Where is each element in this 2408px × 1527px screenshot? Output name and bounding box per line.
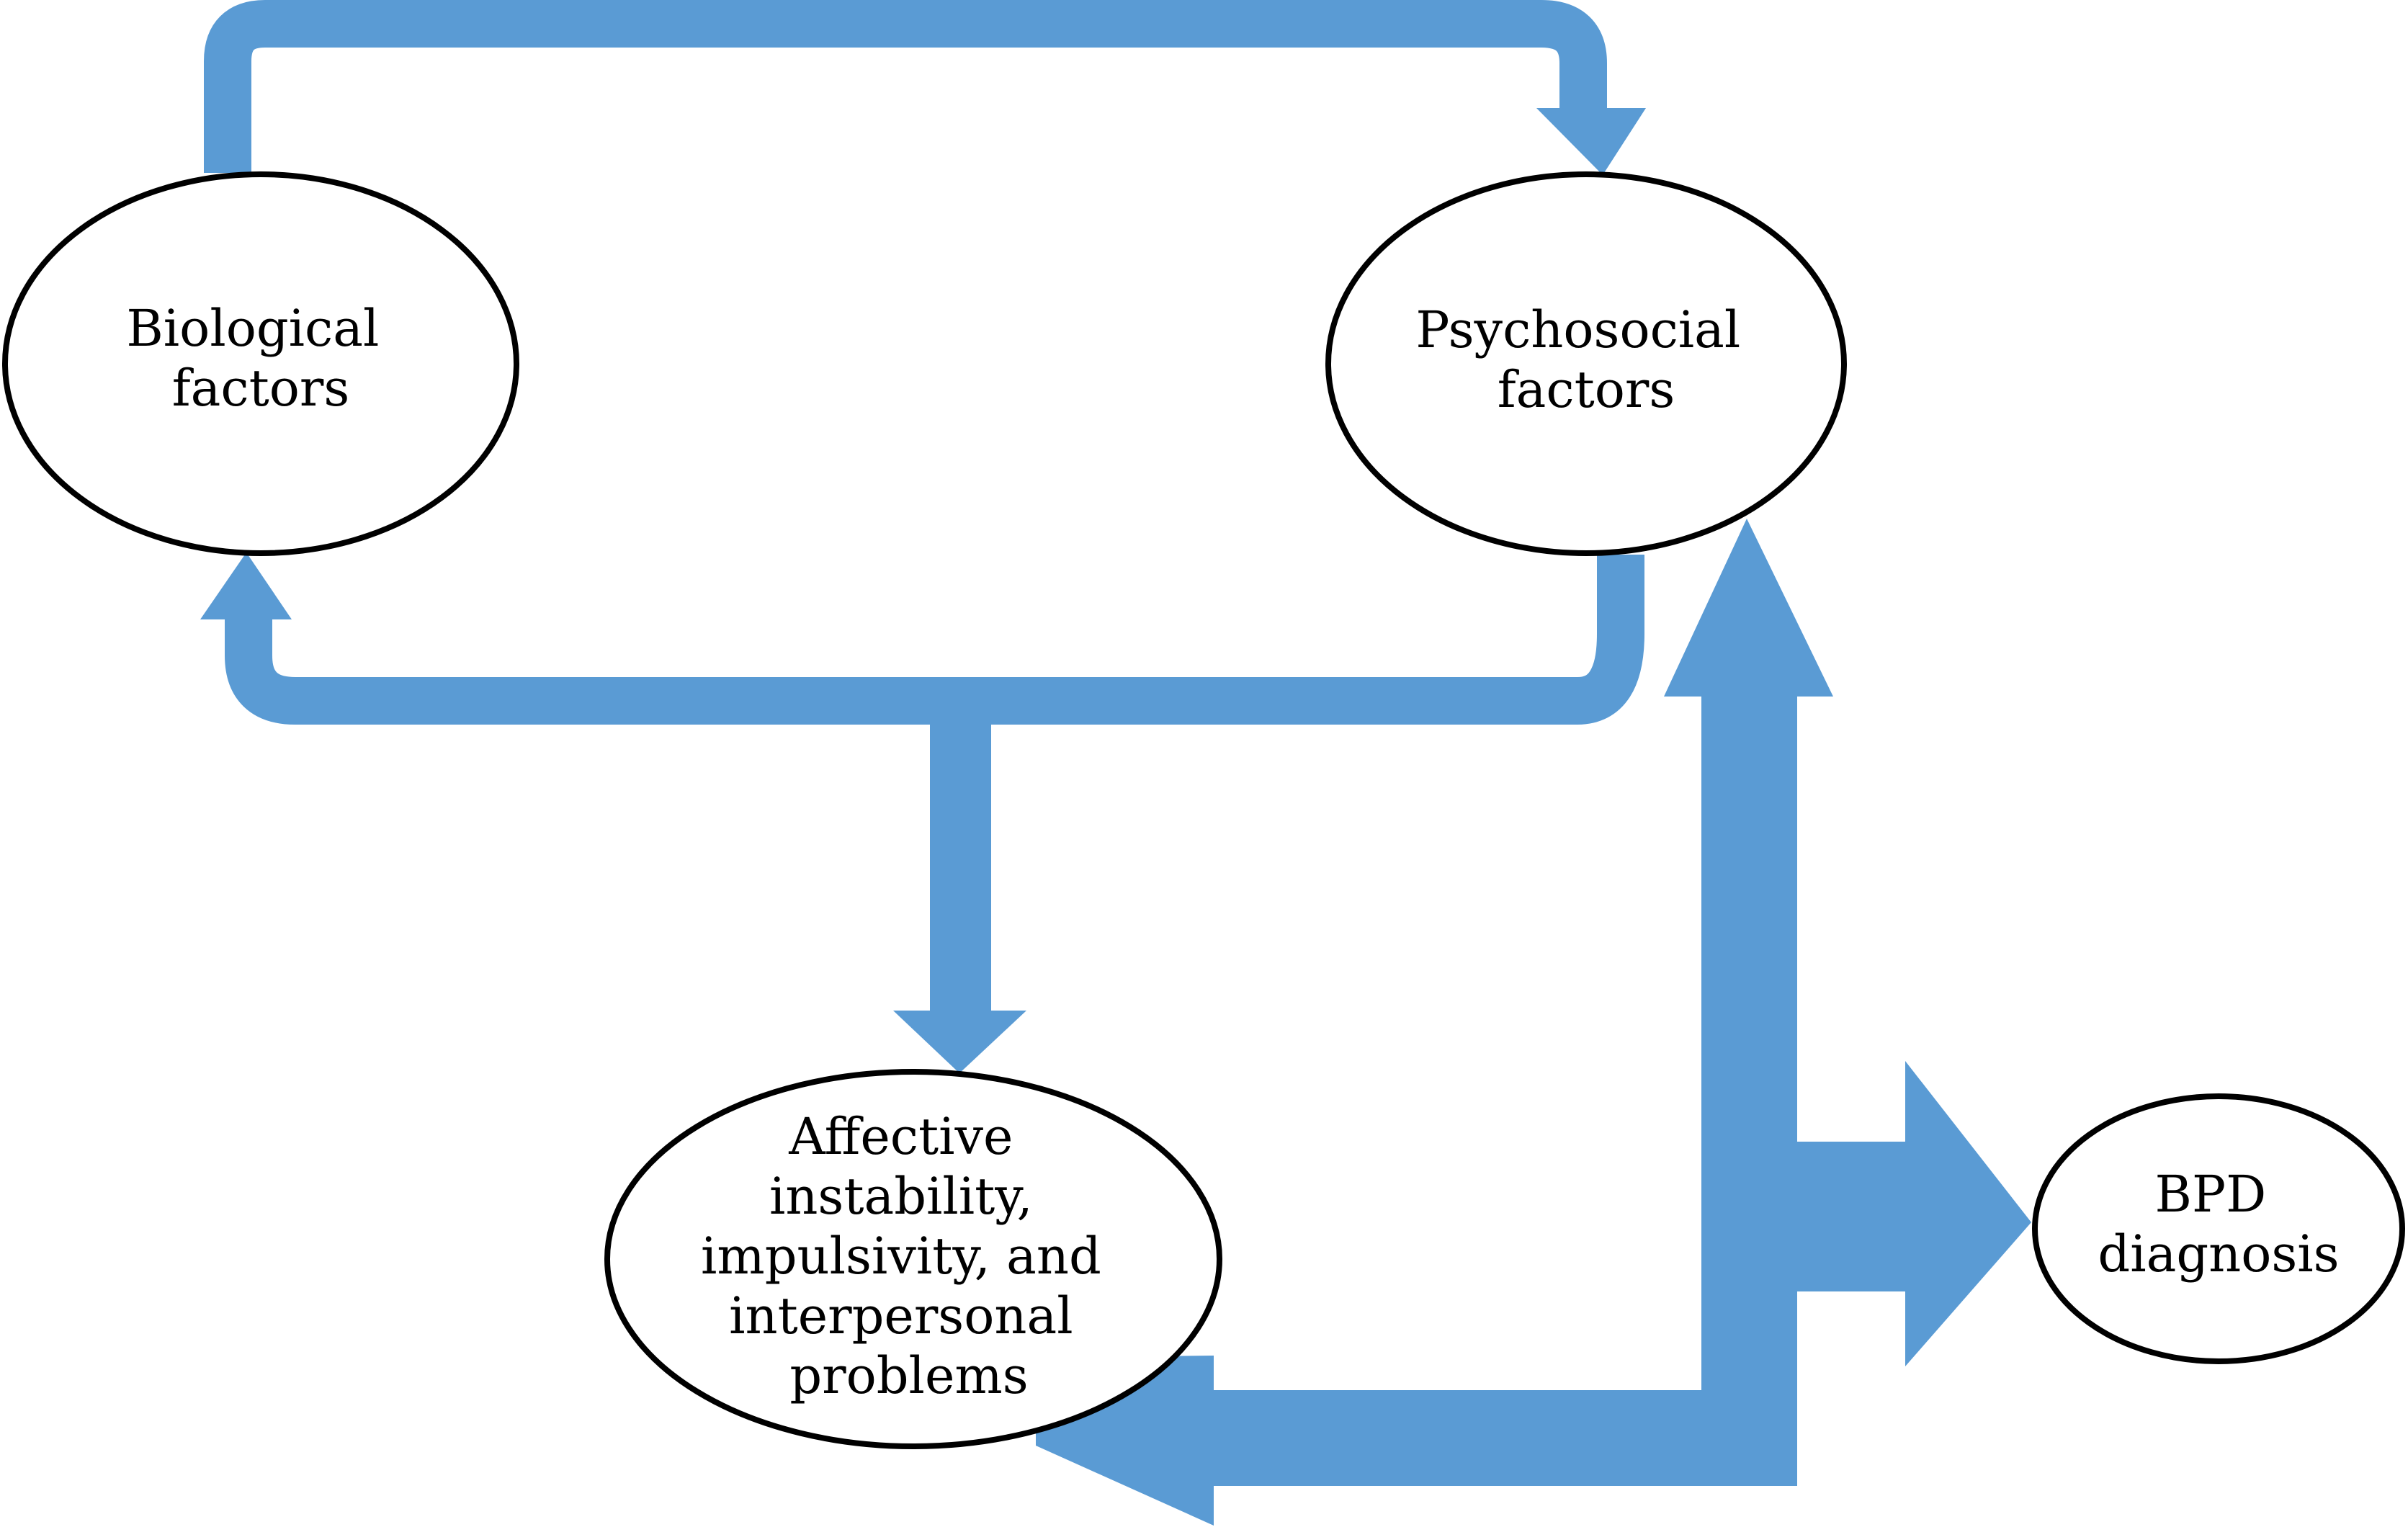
node-psychosocial-line-2: factors bbox=[1498, 360, 1675, 419]
node-psychosocial-label: Psychosocial factors bbox=[1415, 300, 1756, 419]
node-biological-factors: Biological factors bbox=[2, 171, 519, 556]
node-affective-ellipse bbox=[604, 1069, 1222, 1449]
large-arrow-body bbox=[1036, 519, 2031, 1526]
connector-bottom-pipe bbox=[225, 555, 1644, 725]
node-biological-label: Biological factors bbox=[126, 299, 395, 418]
node-bpd-line-2: diagnosis bbox=[2098, 1224, 2339, 1284]
connector-top-pipe bbox=[204, 0, 1607, 173]
node-bpd-diagnosis: BPD diagnosis bbox=[2032, 1093, 2405, 1364]
connector-branch-shaft bbox=[930, 720, 991, 1012]
node-bpd-label: BPD diagnosis bbox=[2098, 1165, 2339, 1284]
connector-branch-arrowhead bbox=[893, 1011, 1026, 1073]
node-affective-instability: Affective instability, impulsivity, and … bbox=[604, 1069, 1222, 1449]
node-affective-line-4: interpersonal bbox=[729, 1286, 1073, 1345]
node-affective-line-1: Affective bbox=[788, 1107, 1013, 1166]
node-biological-ellipse bbox=[2, 171, 519, 556]
node-affective-line-3: impulsivity, and bbox=[701, 1227, 1101, 1286]
arrow-to-affective bbox=[893, 720, 1026, 1073]
arrow-biological-to-psychosocial bbox=[204, 0, 1646, 175]
node-biological-line-1: Biological bbox=[126, 299, 379, 358]
node-psychosocial-ellipse bbox=[1325, 171, 1847, 556]
node-bpd-line-1: BPD bbox=[2155, 1165, 2267, 1224]
node-affective-label: Affective instability, impulsivity, and … bbox=[701, 1107, 1117, 1405]
node-psychosocial-factors: Psychosocial factors bbox=[1325, 171, 1847, 556]
node-psychosocial-line-1: Psychosocial bbox=[1415, 300, 1740, 359]
arrow-psychosocial-to-biological bbox=[200, 552, 1644, 725]
connector-bottom-arrowhead bbox=[200, 552, 292, 619]
node-affective-line-5: problems bbox=[789, 1346, 1028, 1405]
node-bpd-ellipse bbox=[2032, 1093, 2405, 1364]
node-biological-line-2: factors bbox=[172, 359, 350, 418]
node-affective-line-2: instability, bbox=[769, 1167, 1033, 1226]
connector-top-arrowhead bbox=[1536, 108, 1646, 175]
arrow-affective-to-psychosocial-and-bpd bbox=[1036, 519, 2031, 1526]
